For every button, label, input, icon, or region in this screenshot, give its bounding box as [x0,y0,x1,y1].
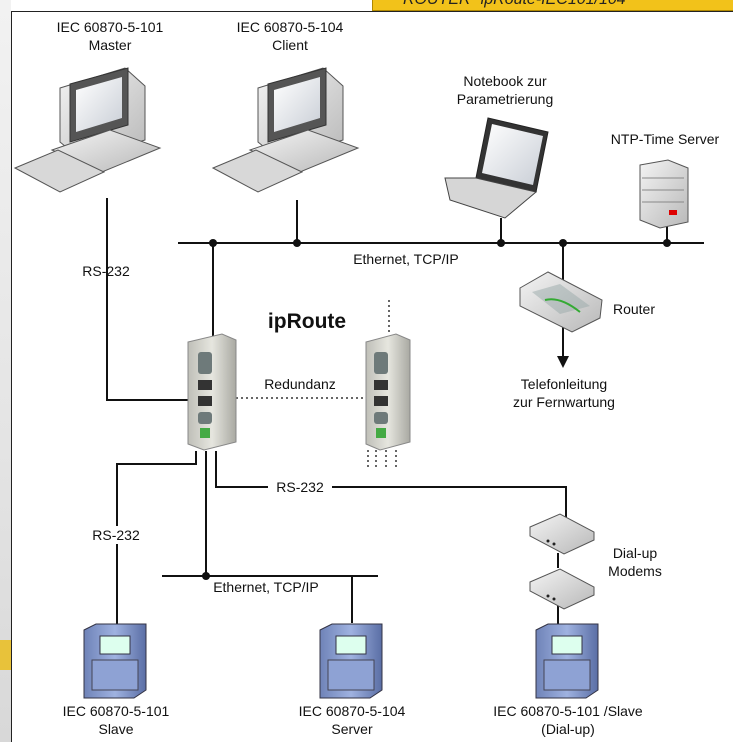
router-icon [519,271,603,333]
iproute-title: ipRoute [267,310,347,333]
slave-cabinet-icon [83,623,147,699]
rs232-master-label: RS-232 [82,263,130,279]
ethernet-top-label: Ethernet, TCP/IP [353,251,459,267]
bottom-bus-junction [202,572,210,580]
modem-1-icon [529,513,595,555]
slave-label-line2: Slave [98,721,134,737]
server-label: IEC 60870-5-104 Server [272,702,432,738]
modems-label-line1: Dial-up [612,545,658,561]
bottom-links [116,451,567,625]
slave-label: IEC 60870-5-101 Slave [36,702,196,738]
ethernet-bus-top [178,200,704,345]
left-edge-strip [0,0,11,742]
master-label-line1: IEC 60870-5-101 [56,19,164,35]
ntp-server-icon [639,159,689,229]
server-label-line2: Server [331,721,373,737]
slave-label-line1: IEC 60870-5-101 [62,703,170,719]
phone-label-line1: Telefonleitung [520,376,608,392]
bus-junctions [209,239,671,247]
master-label-line2: Master [88,37,132,53]
router-label: Router [612,301,656,317]
modems-label: Dial-up Modems [600,544,670,580]
phone-label-line2: zur Fernwartung [513,394,615,410]
rs232-slave-label: RS-232 [84,526,148,544]
notebook-label-line1: Notebook zur [463,73,547,89]
iproute-device-icon [187,333,237,451]
master-pc-icon [13,67,162,193]
rs232-master-line [106,198,194,401]
modems-label-line2: Modems [608,563,662,579]
rs232-modem-label: RS-232 [268,478,332,496]
title-banner: ROUTER "ipRoute-IEC101/104" [372,0,733,11]
server-label-line1: IEC 60870-5-104 [298,703,406,719]
redundant-bottom-dots [367,450,397,470]
phone-arrow [557,356,569,368]
ntp-label: NTP-Time Server [610,131,720,147]
dialup-slave-label-line2: (Dial-up) [541,721,595,737]
modem-2-icon [529,568,595,610]
client-label-line2: Client [272,37,308,53]
left-edge-accent [0,640,11,670]
ethernet-bottom-label: Ethernet, TCP/IP [213,579,319,595]
dialup-slave-label-line1: IEC 60870-5-101 /Slave [493,703,643,719]
dialup-slave-cabinet-icon [535,623,599,699]
phone-label: Telefonleitung zur Fernwartung [494,375,634,411]
client-label: IEC 60870-5-104 Client [210,18,370,54]
client-pc-icon [211,67,360,193]
dialup-slave-label: IEC 60870-5-101 /Slave (Dial-up) [468,702,668,738]
server-cabinet-icon [319,623,383,699]
notebook-label-line2: Parametrierung [456,91,554,107]
notebook-icon [444,117,549,219]
master-label: IEC 60870-5-101 Master [30,18,190,54]
redundant-device-icon [365,333,411,451]
client-label-line1: IEC 60870-5-104 [236,19,344,35]
redundancy-label: Redundanz [264,376,336,392]
notebook-label: Notebook zur Parametrierung [435,72,575,108]
banner-text: ROUTER "ipRoute-IEC101/104" [403,0,631,9]
